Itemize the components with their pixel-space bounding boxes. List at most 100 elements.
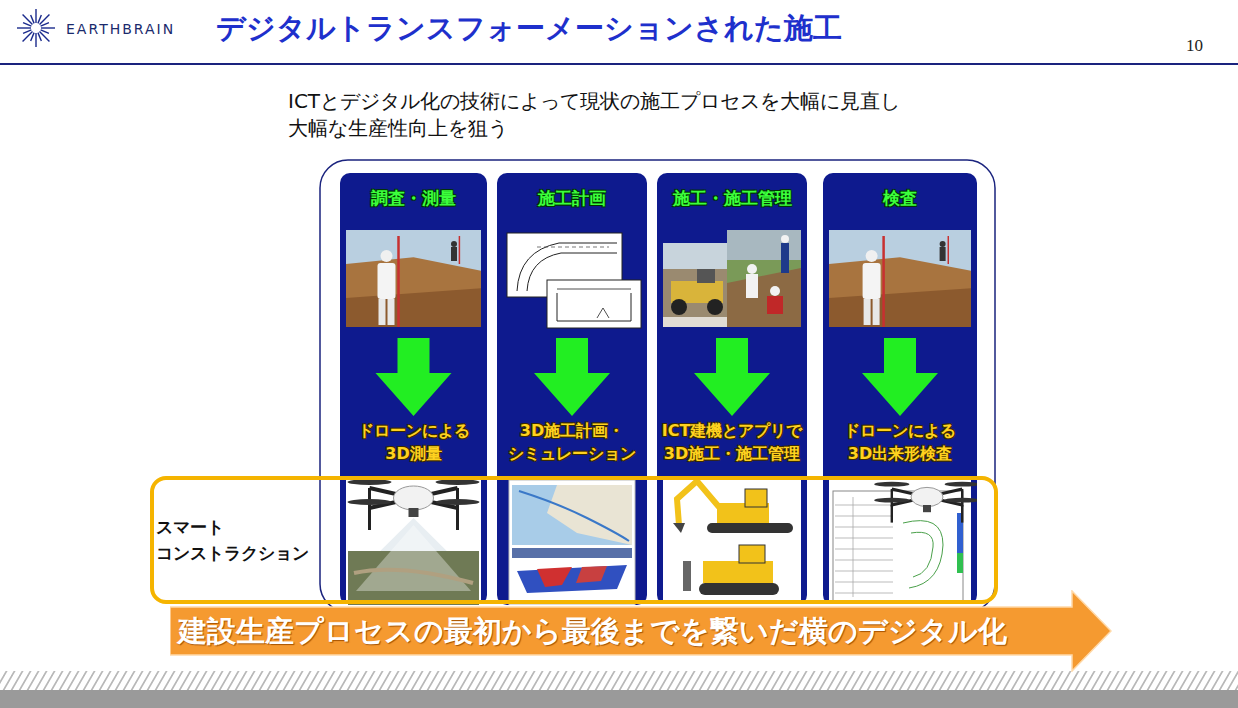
illustration-part [537, 567, 572, 587]
column-heading: 調査・測量 [343, 183, 484, 213]
header-rule [0, 63, 1238, 65]
column-illustration [340, 173, 487, 605]
illustration-part [945, 482, 977, 487]
illustration-part [397, 236, 400, 327]
illustration-part [671, 299, 687, 315]
illustration-part [557, 289, 631, 290]
illustration-part [388, 299, 395, 325]
illustration-part [874, 482, 909, 487]
footer-bar [0, 690, 1238, 708]
logo-ray [38, 33, 41, 41]
illustration-part [707, 299, 723, 315]
illustration-part [866, 250, 878, 262]
illustration-part [746, 274, 758, 298]
illustration-part [903, 521, 943, 588]
illustration-part [459, 236, 461, 264]
illustration-part [436, 499, 480, 505]
illustration-part [727, 230, 801, 260]
illustration-part [911, 487, 943, 506]
logo-text: EARTHBRAIN [66, 20, 175, 38]
illustration-part [948, 236, 950, 264]
logo-ray [41, 27, 55, 28]
illustration-part [940, 241, 946, 247]
illustration-part [747, 264, 757, 274]
illustration-part [911, 532, 933, 577]
page-number: 10 [1186, 36, 1203, 56]
illustration-part [829, 288, 971, 327]
column-illustration [497, 173, 647, 605]
illustration-part [376, 338, 452, 416]
illustration-part [745, 489, 767, 507]
illustration-part [873, 299, 880, 325]
illustration-part [497, 173, 647, 605]
illustration-part [537, 247, 609, 248]
illustration-part [770, 286, 780, 296]
illustration-part [957, 553, 963, 573]
illustration-part [354, 570, 473, 583]
illustration-part [703, 561, 773, 583]
process-column: 調査・測量ドローンによる 3D測量 [340, 173, 487, 605]
illustration-part [699, 583, 779, 595]
illustration-part [961, 505, 963, 523]
logo-ray [17, 27, 31, 28]
illustration-part [409, 508, 419, 517]
logo-ray [38, 15, 41, 23]
illustration-part [346, 480, 481, 605]
column-heading: 施工計画 [500, 183, 644, 213]
logo-ray [31, 15, 34, 23]
illustration-part [829, 257, 971, 327]
illustration-part [394, 486, 434, 510]
process-column: 施工計画3D施工計画・ シミュレーション [497, 173, 647, 605]
illustration-part [739, 545, 765, 563]
illustration-part [534, 338, 610, 416]
hatch-band [0, 671, 1238, 690]
illustration-part [379, 299, 386, 325]
illustration-part [509, 480, 635, 605]
column-heading: 検査 [826, 183, 974, 213]
illustration-part [940, 247, 946, 261]
logo-ray [31, 33, 34, 41]
illustration-part [835, 560, 893, 561]
illustration-part [677, 481, 719, 525]
illustration-part [673, 523, 685, 533]
illustration-part [557, 293, 631, 321]
illustration-part [451, 247, 457, 261]
illustration-part [835, 505, 893, 506]
illustration-part [882, 236, 885, 327]
illustration-part [456, 508, 459, 530]
illustration-part [348, 499, 392, 505]
illustration-part [512, 485, 632, 545]
logo-ray [35, 33, 36, 47]
illustration-part [853, 497, 854, 597]
illustration-part [346, 230, 481, 327]
illustration-part [835, 516, 893, 517]
illustration-part [727, 268, 801, 327]
illustration-part [835, 549, 893, 550]
illustration-part [833, 491, 963, 601]
illustration-part [683, 561, 691, 591]
logo-ray [23, 23, 31, 26]
illustration-part [597, 308, 609, 318]
illustration-part [781, 235, 789, 243]
illustration-part [864, 299, 871, 325]
illustration-part [891, 505, 893, 523]
column-result: ICT建機とアプリで 3D施工・施工管理 [659, 419, 805, 465]
column-result: ドローンによる 3D出来形検査 [825, 419, 975, 465]
illustration-part [781, 243, 789, 273]
illustration-part [170, 591, 1111, 671]
illustration-part [835, 571, 893, 572]
flow-arrow: 建設生産プロセスの最初から最後までを繋いだ横のデジタル化 [170, 590, 1112, 672]
illustration-part [835, 593, 893, 594]
illustration-part [835, 538, 893, 539]
illustration-part [835, 527, 893, 528]
column-result: ドローンによる 3D測量 [342, 419, 485, 465]
logo-ray [41, 23, 49, 26]
column-heading: 施工・施工管理 [660, 183, 804, 213]
illustration-part [697, 269, 715, 283]
illustration-part [340, 173, 487, 605]
illustration-part [356, 525, 471, 591]
illustration-part [767, 296, 783, 314]
illustration-part [576, 566, 607, 583]
outer-frame [320, 160, 995, 612]
